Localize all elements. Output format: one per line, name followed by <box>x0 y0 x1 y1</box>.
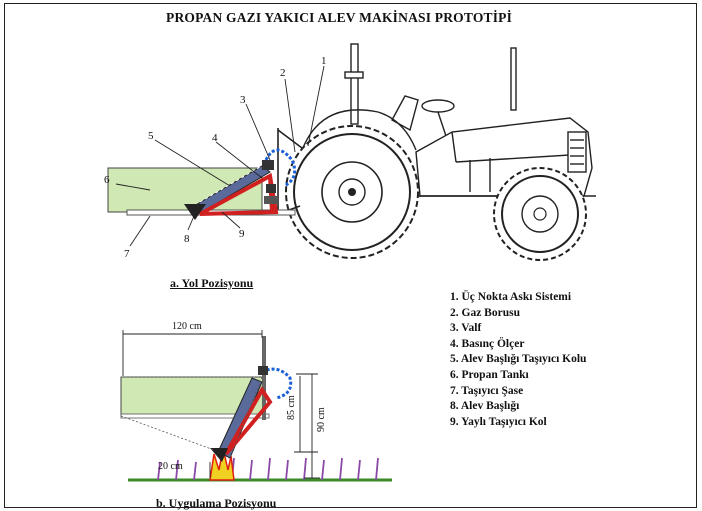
gas-hose-road <box>264 148 297 188</box>
dimension-head-height: 85 cm <box>286 395 297 420</box>
figure-frame <box>4 3 697 508</box>
callout-7: 7 <box>124 248 130 260</box>
legend-item: 4. Basınç Ölçer <box>450 337 525 350</box>
caption-application-position: b. Uygulama Pozisyonu <box>156 496 277 510</box>
legend: 1. Üç Nokta Askı Sistemi 2. Gaz Borusu 3… <box>450 290 586 430</box>
legend-item: 1. Üç Nokta Askı Sistemi <box>450 291 572 303</box>
dimension-lines <box>122 330 320 479</box>
legend-item: 9. Yaylı Taşıyıcı Kol <box>450 415 547 428</box>
callout-4: 4 <box>212 132 218 144</box>
front-wheel <box>493 167 587 261</box>
callout-5: 5 <box>148 130 154 142</box>
flame <box>209 447 235 481</box>
gas-hose-application <box>261 367 293 400</box>
legend-item: 8. Alev Başlığı <box>450 400 520 413</box>
flame-head-application <box>210 448 228 462</box>
legend-item: 6. Propan Tankı <box>450 368 529 381</box>
figure-title: PROPAN GAZI YAKICI ALEV MAKİNASI PROTOTİ… <box>166 10 513 25</box>
callout-6: 6 <box>104 174 110 186</box>
rear-wheel <box>285 125 419 259</box>
weeds <box>157 457 379 481</box>
legend-item: 3. Valf <box>450 322 482 335</box>
callout-8: 8 <box>184 233 190 245</box>
legend-item: 2. Gaz Borusu <box>450 306 520 319</box>
legend-item: 5. Alev Başlığı Taşıyıcı Kolu <box>450 353 587 366</box>
head-carrier-arm-application <box>217 377 263 459</box>
dimension-ground-clearance: 20 cm <box>158 461 183 472</box>
legend-item: 7. Taşıyıcı Şase <box>450 384 524 397</box>
pressure-gauge-road <box>266 184 276 193</box>
valve-road <box>262 160 274 170</box>
leader-lines-road <box>115 65 325 247</box>
callout-9: 9 <box>239 228 245 240</box>
callout-1: 1 <box>321 55 327 67</box>
dimension-width: 120 cm <box>172 321 202 332</box>
dimension-total-height: 90 cm <box>316 407 327 432</box>
flame-head-road <box>184 204 206 220</box>
callout-3: 3 <box>240 94 246 106</box>
caption-road-position: a. Yol Pozisyonu <box>170 276 254 290</box>
callout-2: 2 <box>280 67 286 79</box>
